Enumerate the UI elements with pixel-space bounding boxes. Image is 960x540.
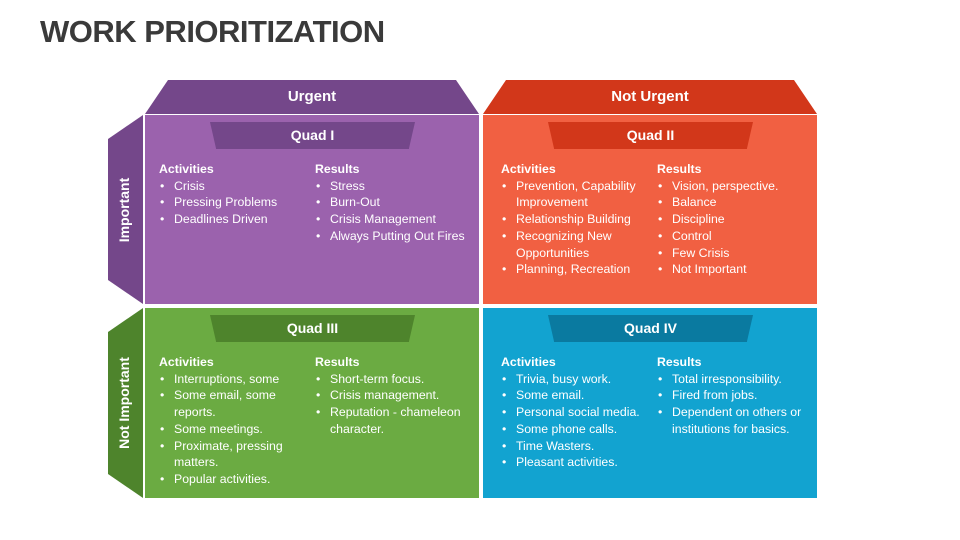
activity-item: Pressing Problems bbox=[159, 194, 309, 211]
result-item: Vision, perspective. bbox=[657, 178, 815, 195]
result-item: Crisis management. bbox=[315, 387, 473, 404]
activity-item: Some meetings. bbox=[159, 421, 309, 438]
result-item: Short-term focus. bbox=[315, 371, 473, 388]
activity-item: Pleasant activities. bbox=[501, 454, 651, 471]
results-column: Results Short-term focus. Crisis managem… bbox=[315, 354, 473, 438]
quad-label: Quad III bbox=[210, 315, 415, 342]
result-item: Fired from jobs. bbox=[657, 387, 815, 404]
urgent-header: Urgent bbox=[287, 88, 337, 105]
result-item: Stress bbox=[315, 178, 473, 195]
activity-item: Some email. bbox=[501, 387, 651, 404]
page-title: WORK PRIORITIZATION bbox=[40, 14, 385, 49]
activity-item: Planning, Recreation bbox=[501, 261, 651, 278]
activity-item: Time Wasters. bbox=[501, 438, 651, 455]
result-item: Total irresponsibility. bbox=[657, 371, 815, 388]
activities-column: Activities Interruptions, some Some emai… bbox=[159, 354, 309, 488]
results-column: Results Stress Burn-Out Crisis Managemen… bbox=[315, 161, 473, 245]
quad-label: Quad I bbox=[210, 122, 415, 149]
activity-item: Trivia, busy work. bbox=[501, 371, 651, 388]
activity-item: Some email, some reports. bbox=[159, 387, 309, 420]
quadrant-1: Quad I Activities Crisis Pressing Proble… bbox=[145, 115, 479, 304]
result-item: Not Important bbox=[657, 261, 815, 278]
activity-item: Some phone calls. bbox=[501, 421, 651, 438]
not-important-label: Not Important bbox=[116, 357, 132, 449]
results-heading: Results bbox=[315, 355, 360, 369]
result-item: Crisis Management bbox=[315, 211, 473, 228]
results-column: Results Vision, perspective. Balance Dis… bbox=[657, 161, 815, 278]
activities-heading: Activities bbox=[159, 162, 214, 176]
not-important-side-shape bbox=[108, 308, 143, 498]
activity-item: Prevention, Capability Improvement bbox=[501, 178, 651, 211]
activities-heading: Activities bbox=[501, 355, 556, 369]
quadrant-4: Quad IV Activities Trivia, busy work. So… bbox=[483, 308, 817, 498]
results-heading: Results bbox=[657, 355, 702, 369]
activity-item: Proximate, pressing matters. bbox=[159, 438, 309, 471]
activities-column: Activities Crisis Pressing Problems Dead… bbox=[159, 161, 309, 228]
activity-item: Deadlines Driven bbox=[159, 211, 309, 228]
important-label: Important bbox=[116, 177, 132, 243]
quadrant-2: Quad II Activities Prevention, Capabilit… bbox=[483, 115, 817, 304]
results-heading: Results bbox=[315, 162, 360, 176]
result-item: Burn-Out bbox=[315, 194, 473, 211]
result-item: Discipline bbox=[657, 211, 815, 228]
not-urgent-header: Not Urgent bbox=[611, 88, 689, 105]
activity-item: Popular activities. bbox=[159, 471, 309, 488]
result-item: Dependent on others or institutions for … bbox=[657, 404, 815, 437]
activities-column: Activities Prevention, Capability Improv… bbox=[501, 161, 651, 278]
activities-column: Activities Trivia, busy work. Some email… bbox=[501, 354, 651, 471]
activity-item: Recognizing New Opportunities bbox=[501, 228, 651, 261]
activities-heading: Activities bbox=[159, 355, 214, 369]
results-heading: Results bbox=[657, 162, 702, 176]
activity-item: Interruptions, some bbox=[159, 371, 309, 388]
urgent-header-shape bbox=[145, 80, 479, 114]
activities-heading: Activities bbox=[501, 162, 556, 176]
result-item: Reputation - chameleon character. bbox=[315, 404, 473, 437]
quadrant-3: Quad III Activities Interruptions, some … bbox=[145, 308, 479, 498]
activity-item: Personal social media. bbox=[501, 404, 651, 421]
result-item: Control bbox=[657, 228, 815, 245]
results-column: Results Total irresponsibility. Fired fr… bbox=[657, 354, 815, 438]
not-urgent-header-shape bbox=[483, 80, 817, 114]
result-item: Balance bbox=[657, 194, 815, 211]
activity-item: Relationship Building bbox=[501, 211, 651, 228]
quad-label: Quad II bbox=[548, 122, 753, 149]
activity-item: Crisis bbox=[159, 178, 309, 195]
important-side-shape bbox=[108, 115, 143, 304]
result-item: Always Putting Out Fires bbox=[315, 228, 473, 245]
quad-label: Quad IV bbox=[548, 315, 753, 342]
result-item: Few Crisis bbox=[657, 245, 815, 262]
